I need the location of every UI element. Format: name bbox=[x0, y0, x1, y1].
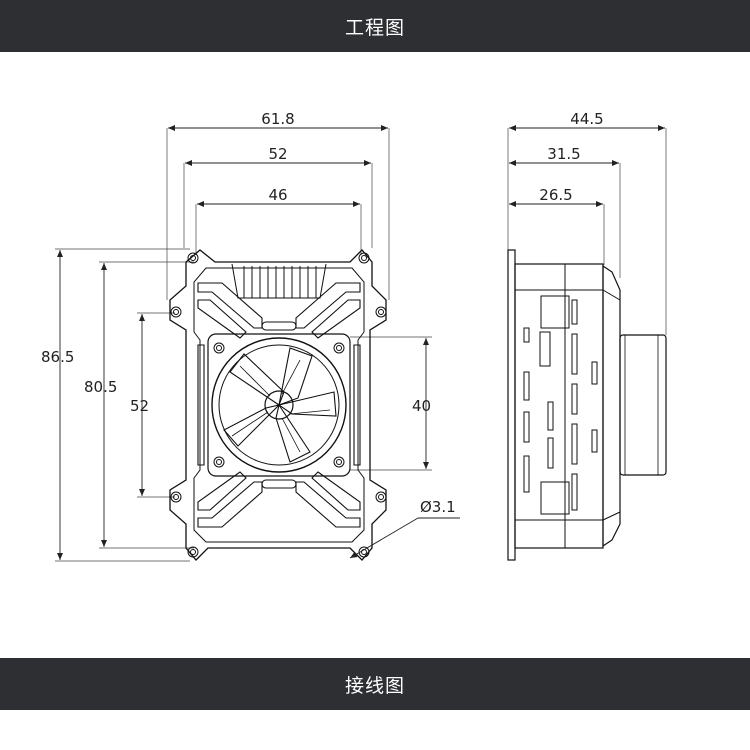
dim-height-mid: 80.5 bbox=[84, 378, 117, 396]
section-title: 工程图 bbox=[344, 16, 405, 39]
section-title: 接线图 bbox=[344, 674, 405, 697]
front-dimensions bbox=[57, 125, 460, 560]
dim-depth-total: 44.5 bbox=[570, 110, 603, 128]
side-view bbox=[507, 128, 667, 561]
dim-width-outer: 61.8 bbox=[261, 110, 294, 128]
dim-height-holes: 52 bbox=[130, 397, 149, 415]
dim-width-mid: 52 bbox=[268, 145, 287, 163]
dim-depth-mid: 31.5 bbox=[547, 145, 580, 163]
dim-hole-diameter: Ø3.1 bbox=[420, 498, 456, 516]
section-header-wiring-diagram: 接线图 bbox=[0, 658, 750, 710]
engineering-drawing: 61.8 52 46 86.5 80.5 52 40 Ø3.1 bbox=[41, 110, 667, 562]
dim-height-outer: 86.5 bbox=[41, 348, 74, 366]
dim-width-inner: 46 bbox=[268, 186, 287, 204]
section-header-engineering-drawing: 工程图 bbox=[0, 0, 750, 52]
front-view bbox=[55, 128, 432, 562]
dim-fan-holes: 40 bbox=[412, 397, 431, 415]
dim-depth-inner: 26.5 bbox=[539, 186, 572, 204]
side-dimensions bbox=[509, 125, 665, 207]
